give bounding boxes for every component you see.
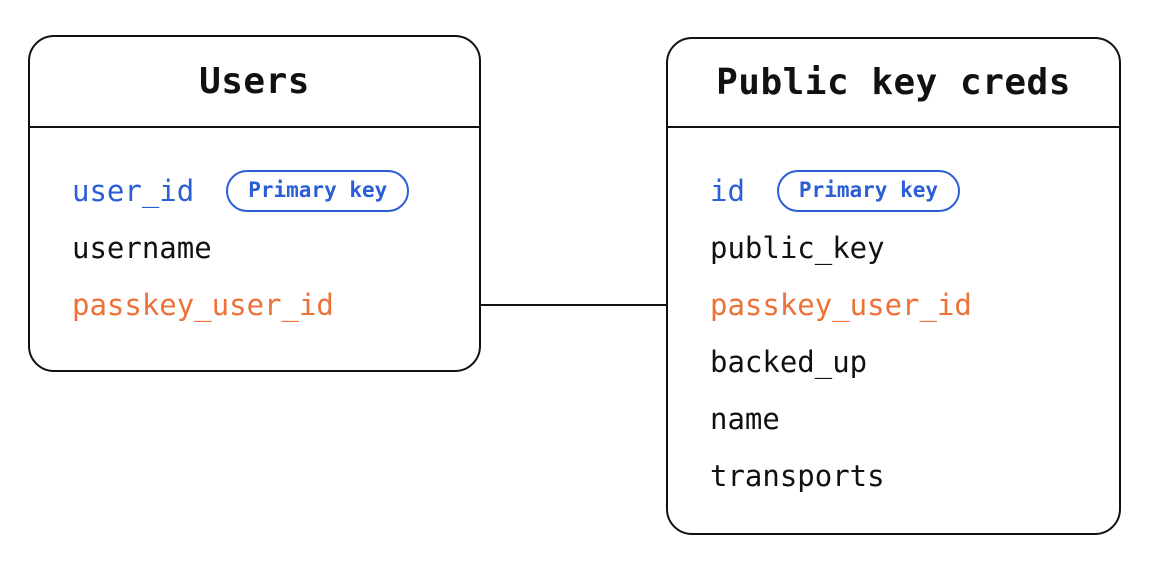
field-transports: transports (710, 447, 1119, 504)
table-users: Users user_id Primary key username passk… (28, 35, 481, 372)
field-passkey-user-id: passkey_user_id (72, 276, 479, 333)
field-username: username (72, 219, 479, 276)
field-id-label: id (710, 173, 745, 208)
field-name-label: name (710, 401, 780, 436)
table-users-fields: user_id Primary key username passkey_use… (30, 128, 479, 333)
field-passkey-user-id: passkey_user_id (710, 276, 1119, 333)
table-public-key-creds-title: Public key creds (668, 39, 1119, 128)
primary-key-badge: Primary key (776, 169, 960, 212)
field-name: name (710, 390, 1119, 447)
table-public-key-creds: Public key creds id Primary key public_k… (666, 37, 1121, 535)
field-public-key-label: public_key (710, 230, 885, 265)
field-user-id-label: user_id (72, 173, 195, 208)
field-username-label: username (72, 230, 212, 265)
table-public-key-creds-fields: id Primary key public_key passkey_user_i… (668, 128, 1119, 504)
field-id: id Primary key (710, 162, 1119, 219)
field-passkey-user-id-label: passkey_user_id (72, 287, 334, 322)
relationship-line (481, 304, 666, 306)
field-backed-up: backed_up (710, 333, 1119, 390)
field-passkey-user-id-label: passkey_user_id (710, 287, 972, 322)
field-public-key: public_key (710, 219, 1119, 276)
table-users-title: Users (30, 37, 479, 128)
primary-key-badge: Primary key (226, 169, 410, 212)
field-backed-up-label: backed_up (710, 344, 868, 379)
field-transports-label: transports (710, 458, 885, 493)
field-user-id: user_id Primary key (72, 162, 479, 219)
